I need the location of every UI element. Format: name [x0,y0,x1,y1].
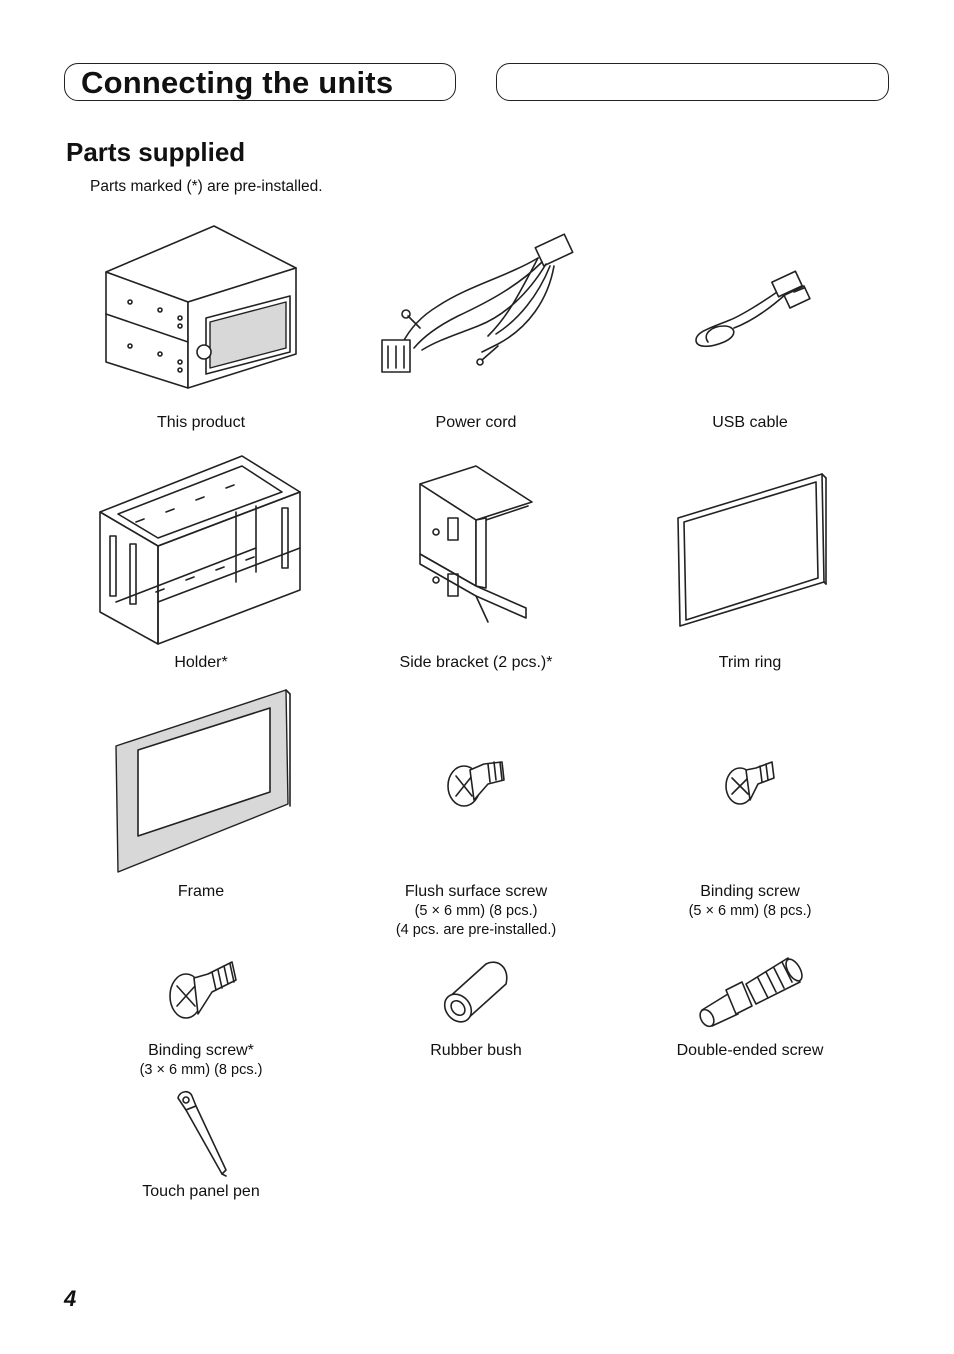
part-label-frame: Frame [177,883,225,900]
section-header-box: Connecting the units [64,63,456,101]
binding-screw-icon [725,761,775,805]
part-label-double-ended-screw: Double-ended screw [676,1042,824,1059]
page-title: Connecting the units [81,65,394,100]
part-label-binding-screw: Binding screw (5 × 6 mm) (8 pcs.) [600,882,900,921]
page-number: 4 [64,1286,77,1311]
binding-screw-name: Binding screw [700,883,800,900]
part-label-touch-pen: Touch panel pen [142,1183,260,1200]
header-empty-box [496,63,889,101]
part-label-binding-screw-small: Binding screw* (3 × 6 mm) (8 pcs.) [51,1041,351,1080]
preinstalled-note: Parts marked (*) are pre-installed. [90,178,323,195]
side-bracket-icon [419,465,533,623]
trim-ring-icon [677,473,827,627]
flush-screw-name: Flush surface screw [404,883,548,900]
holder-icon [99,455,301,645]
binding-screw-small-icon [169,961,237,1019]
rubber-bush-icon [443,961,508,1023]
usb-cable-icon [695,270,811,348]
head-unit-icon [105,225,297,389]
binding-screw-small-size: (3 × 6 mm) (8 pcs.) [139,1062,263,1078]
part-label-side-bracket: Side bracket (2 pcs.)* [399,654,553,671]
flush-screw-size: (5 × 6 mm) (8 pcs.) [414,903,538,919]
part-label-usb-cable: USB cable [712,414,788,431]
part-label-power-cord: Power cord [435,414,517,431]
binding-screw-small-name: Binding screw* [148,1042,254,1059]
touch-pen-icon [177,1090,227,1177]
flush-screw-icon [447,761,505,807]
power-cord-icon [381,233,574,373]
flush-screw-note: (4 pcs. are pre-installed.) [395,922,557,938]
part-label-holder: Holder* [174,654,228,671]
part-label-trim-ring: Trim ring [718,654,782,671]
part-label-flush-screw: Flush surface screw (5 × 6 mm) (8 pcs.) … [326,882,626,940]
double-ended-screw-icon [699,957,803,1028]
section-title: Parts supplied [66,137,246,167]
binding-screw-size: (5 × 6 mm) (8 pcs.) [688,903,812,919]
frame-icon [115,689,291,873]
part-label-rubber-bush: Rubber bush [430,1042,522,1059]
part-label-this-product: This product [156,414,246,431]
